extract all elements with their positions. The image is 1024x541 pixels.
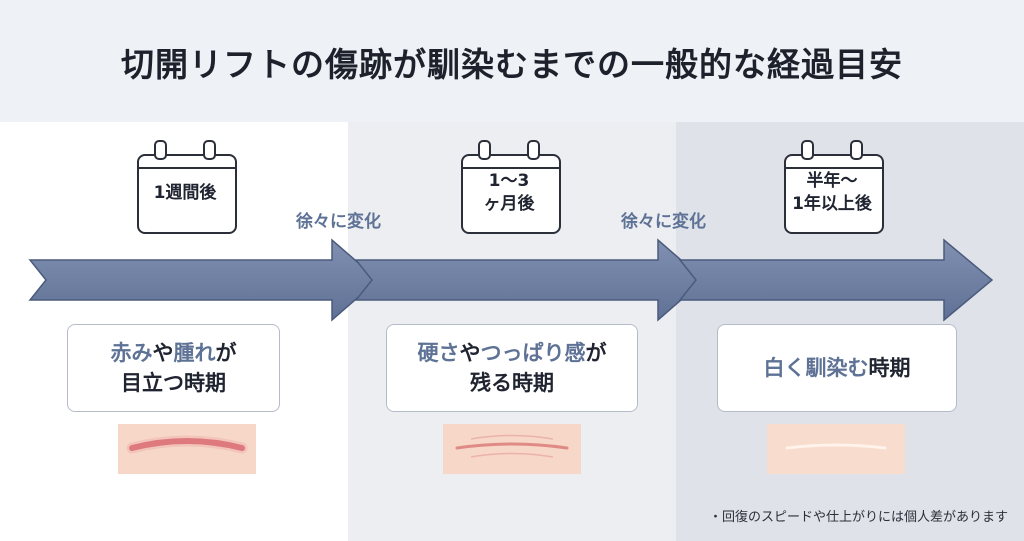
stage-description-line2: 目立つ時期 xyxy=(121,371,226,395)
stage-text-segment: 硬さ xyxy=(417,340,460,365)
stage-description-line1: 白く馴染む時期 xyxy=(764,353,911,383)
scar-illustration-3 xyxy=(767,424,905,474)
stage-description-line2: 残る時期 xyxy=(470,371,554,395)
calendar-icon: 半年〜 1年以上後 xyxy=(784,140,884,236)
calendar-label-1: 1週間後 xyxy=(153,182,217,203)
stage-text-segment: や xyxy=(459,340,481,365)
stage-description-line1: 赤みや腫れが xyxy=(111,338,237,368)
calendar-label-2: 1〜3 ヶ月後 xyxy=(483,171,535,214)
transition-label-2: 徐々に変化 xyxy=(621,212,706,232)
stage-text-segment: が xyxy=(585,340,607,365)
stage-description-3: 白く馴染む時期 xyxy=(717,324,957,412)
stage-description-1: 赤みや腫れが 目立つ時期 xyxy=(67,324,280,412)
stage-text-segment: つっぱり感 xyxy=(480,340,586,365)
stage-text-segment: 白く馴染む xyxy=(763,355,869,380)
stage-description-2: 硬さやつっぱり感が 残る時期 xyxy=(386,324,638,412)
calendar-label-3: 半年〜 1年以上後 xyxy=(792,171,872,214)
stage-text-segment: 赤み xyxy=(110,340,153,365)
stage-text-segment: 時期 xyxy=(868,355,911,380)
calendar-icon: 1週間後 xyxy=(137,140,237,236)
timeline-arrow-2 xyxy=(354,238,706,322)
stage-text-segment: 腫れ xyxy=(173,340,216,365)
transition-label-1: 徐々に変化 xyxy=(296,212,381,232)
scar-illustration-1 xyxy=(118,424,256,474)
page-title: 切開リフトの傷跡が馴染むまでの一般的な経過目安 xyxy=(121,45,903,84)
timeline-arrow-3 xyxy=(678,238,994,322)
timeline-arrow-1 xyxy=(28,238,380,322)
scar-illustration-2 xyxy=(443,424,581,474)
stage-text-segment: が xyxy=(215,340,237,365)
calendar-icon: 1〜3 ヶ月後 xyxy=(461,140,561,236)
disclaimer-note: ・回復のスピードや仕上がりには個人差があります xyxy=(708,510,1008,525)
stage-description-line1: 硬さやつっぱり感が xyxy=(418,338,607,368)
stage-text-segment: や xyxy=(152,340,174,365)
